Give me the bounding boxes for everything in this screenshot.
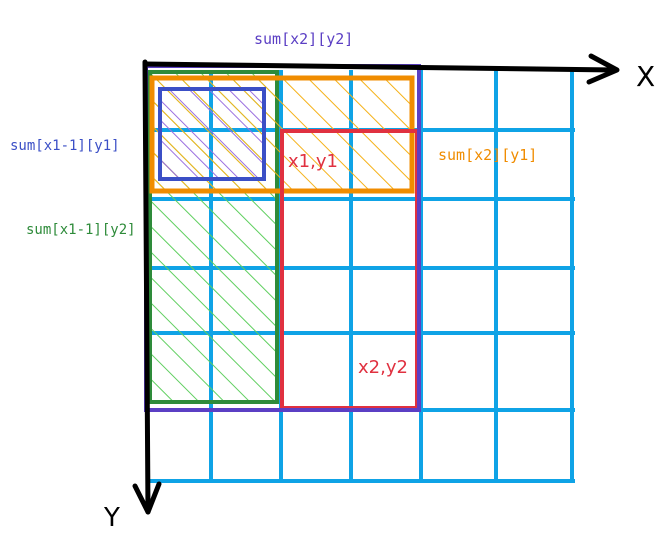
label-y-axis: Y <box>103 503 120 533</box>
x-axis-arrow <box>586 53 620 85</box>
label-sum-x2-y1: sum[x2][y1] <box>438 146 537 164</box>
y-axis-arrow <box>132 481 162 515</box>
label-x-axis: X <box>636 60 655 93</box>
label-sum-x2-y2: sum[x2][y2] <box>254 30 353 48</box>
label-x1-y1: x1,y1 <box>288 151 338 172</box>
label-sum-x1m1-y1: sum[x1-1][y1] <box>10 138 120 154</box>
label-sum-x1m1-y2: sum[x1-1][y2] <box>26 222 136 238</box>
axes <box>132 53 620 515</box>
x-axis-line <box>142 61 618 73</box>
green-rect <box>148 70 279 404</box>
label-x2-y2: x2,y2 <box>358 357 408 378</box>
overlap-hatch-region <box>160 89 264 179</box>
blue-rect <box>158 87 266 181</box>
y-axis-line <box>142 59 151 515</box>
